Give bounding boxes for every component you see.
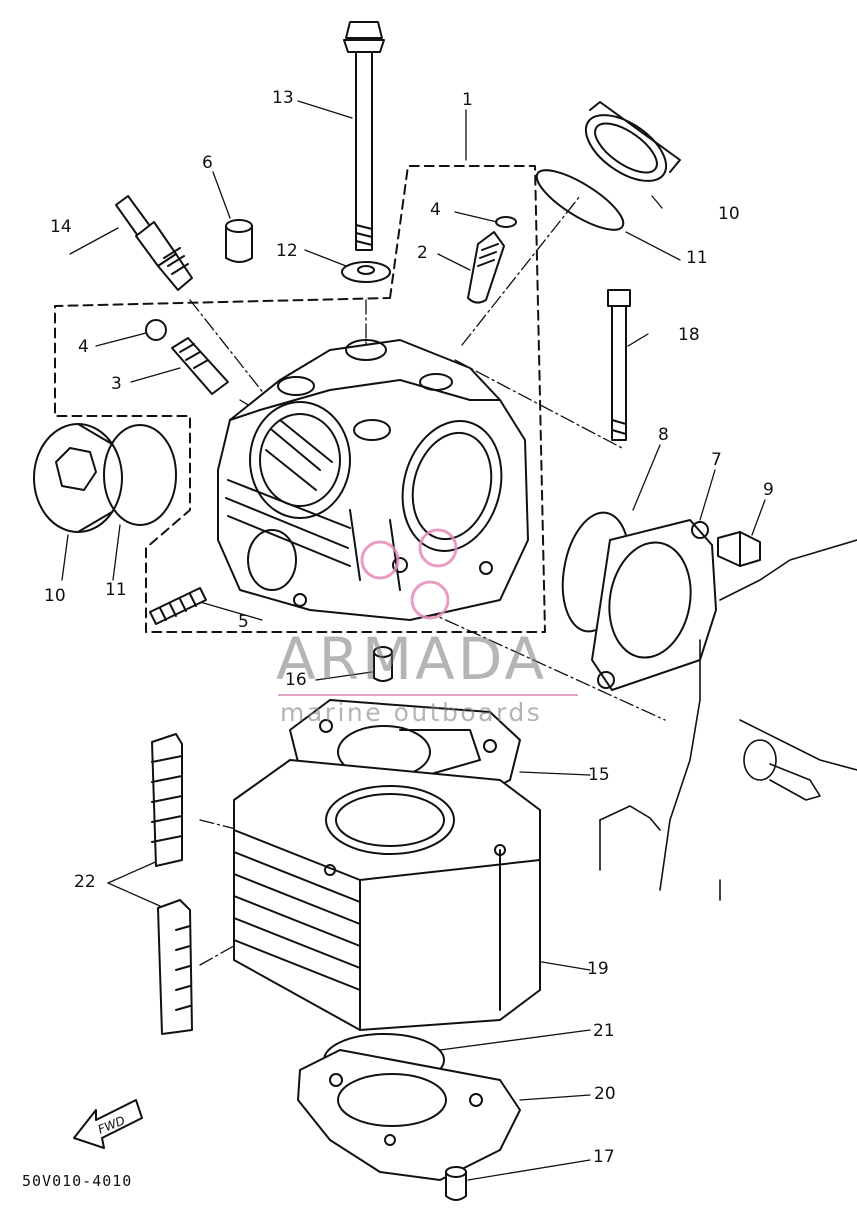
callout-5: 5 [238, 612, 249, 632]
part-3-valve-guide [171, 337, 229, 395]
leader-lines [61, 100, 766, 1181]
callout-14: 14 [50, 217, 72, 237]
part-11-o-ring-left [103, 424, 177, 526]
callout-15: 15 [588, 765, 610, 785]
callout-13: 13 [272, 88, 294, 108]
part-2-valve-guide [467, 231, 505, 304]
callout-20: 20 [594, 1084, 616, 1104]
callout-1: 1 [462, 90, 473, 110]
part-11-o-ring-upper [535, 169, 625, 231]
part-12-washer [341, 261, 391, 283]
callout-6: 6 [202, 153, 213, 173]
callout-2: 2 [417, 243, 428, 263]
part-14-spark-plug [115, 195, 193, 291]
watermark-tagline: marine outboards [280, 698, 543, 727]
callout-16: 16 [285, 670, 307, 690]
part-16-dowel [373, 646, 393, 682]
part-4-clip-upper [495, 216, 517, 228]
callout-10-left: 10 [44, 586, 66, 606]
callout-18: 18 [678, 325, 700, 345]
callout-9: 9 [763, 480, 774, 500]
part-10-tappet-cover-left [33, 423, 123, 533]
callout-12: 12 [276, 241, 298, 261]
fwd-arrow-icon [73, 1099, 143, 1149]
assembly-group-outline [54, 165, 546, 633]
part-7-side-cover [591, 519, 717, 691]
crankcase-outline [599, 539, 857, 901]
part-20-base-gasket [297, 1049, 521, 1181]
drawing-code: 50V010-4010 [22, 1172, 133, 1190]
watermark-logo [360, 528, 458, 620]
callout-19: 19 [587, 959, 609, 979]
watermark-brand: ARMADA [276, 625, 548, 693]
part-22-fin-block-upper [151, 733, 183, 867]
callout-11-upper: 11 [686, 248, 708, 268]
callout-11-left: 11 [105, 580, 127, 600]
callout-4-upper: 4 [430, 200, 441, 220]
part-10-tappet-cover-upper [584, 101, 681, 182]
part-4-clip-lower [145, 319, 167, 341]
callout-7: 7 [711, 450, 722, 470]
part-6-dowel [225, 219, 253, 263]
part-9-bolt [717, 531, 761, 567]
part-13-stud-bolt [343, 21, 385, 251]
watermark-divider [278, 694, 578, 696]
part-17-dowel [445, 1166, 467, 1201]
cylinder-head [217, 339, 529, 621]
callout-4-lower: 4 [78, 337, 89, 357]
callout-17: 17 [593, 1147, 615, 1167]
part-18-stud-bolt [607, 289, 631, 441]
callout-3: 3 [111, 374, 122, 394]
callout-8: 8 [658, 425, 669, 445]
callout-10-upper: 10 [718, 204, 740, 224]
callout-22: 22 [74, 872, 96, 892]
part-22-fin-block-lower [157, 899, 193, 1035]
part-19-cylinder [233, 759, 541, 1031]
callout-21: 21 [593, 1021, 615, 1041]
part-5-stud [149, 587, 207, 625]
